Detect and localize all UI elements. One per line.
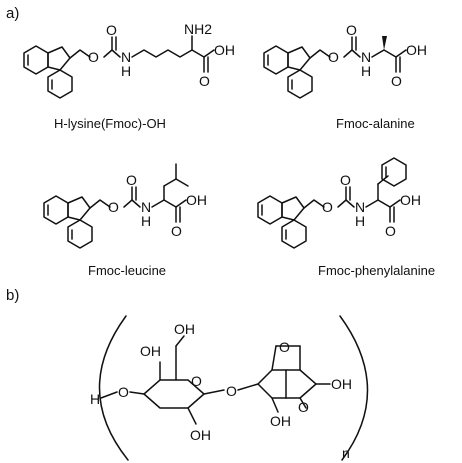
compound-label-lysine: H-lysine(Fmoc)-OH: [54, 116, 166, 131]
bracket-right: [339, 315, 369, 461]
atom-nh2: NH2: [184, 21, 212, 37]
atom-o: O: [328, 49, 339, 65]
atom-oh: OH: [406, 42, 427, 58]
atom-o: O: [391, 73, 402, 89]
atom-o: O: [118, 384, 129, 400]
atom-h: H: [361, 63, 371, 79]
compound-label-phenylalanine: Fmoc-phenylalanine: [318, 263, 435, 278]
fluorene-ring-bottom: [67, 219, 93, 249]
bracket-left: [98, 315, 129, 461]
atom-n: N: [141, 199, 151, 215]
atom-o: O: [346, 22, 357, 38]
atom-oh: OH: [186, 192, 207, 208]
fluorene-ring-bottom: [47, 69, 73, 99]
anhydrogalactose-ring: [257, 369, 317, 399]
atom-n: N: [121, 49, 131, 65]
atom-o: O: [108, 199, 119, 215]
fluorene-ring-five: [47, 46, 71, 71]
fluorene-ring-bottom: [281, 219, 307, 249]
atom-n: N: [361, 49, 371, 65]
panel-a-label: a): [6, 5, 19, 22]
compound-fmoc-alanine: O O N H OH O: [263, 22, 427, 99]
atom-h: H: [90, 391, 100, 407]
atom-o: O: [226, 383, 237, 399]
atom-o: O: [171, 223, 182, 239]
atom-o: O: [88, 49, 99, 65]
atom-n: N: [355, 199, 365, 215]
atom-oh: OH: [270, 413, 291, 429]
panel-b-label: b): [6, 287, 19, 304]
atom-o: O: [106, 22, 117, 38]
atom-o: O: [191, 373, 202, 389]
atom-oh: OH: [400, 192, 421, 208]
atom-h: H: [355, 213, 365, 229]
atom-o: O: [279, 339, 290, 355]
compound-fmoc-leucine: O O N H OH O: [43, 163, 207, 249]
compound-fmoc-phenylalanine: O O N H OH O: [257, 157, 421, 249]
subscript-n: n: [342, 445, 350, 461]
fluorene-ring-five: [67, 196, 91, 221]
atom-o: O: [385, 223, 396, 239]
atom-h: H: [141, 213, 151, 229]
atom-oh: OH: [214, 42, 235, 58]
atom-h: H: [121, 63, 131, 79]
fluorene-ring-five: [281, 196, 305, 221]
atom-o: O: [322, 199, 333, 215]
compound-lysine-fmoc: O O N H NH2 OH O: [23, 21, 235, 99]
compound-label-leucine: Fmoc-leucine: [88, 263, 166, 278]
atom-oh: OH: [174, 321, 195, 337]
atom-oh: OH: [140, 343, 161, 359]
atom-o: O: [340, 172, 351, 188]
atom-o: O: [298, 399, 309, 415]
atom-oh: OH: [190, 427, 211, 443]
fluorene-ring-five: [287, 46, 311, 71]
phenyl-ring: [381, 157, 407, 187]
compound-label-alanine: Fmoc-alanine: [336, 116, 415, 131]
polymer-repeat-unit: H O O OH OH OH O O O OH OH: [90, 315, 369, 461]
atom-o: O: [126, 172, 137, 188]
atom-oh: OH: [331, 376, 352, 392]
atom-o: O: [199, 73, 210, 89]
fluorene-ring-bottom: [287, 69, 313, 99]
